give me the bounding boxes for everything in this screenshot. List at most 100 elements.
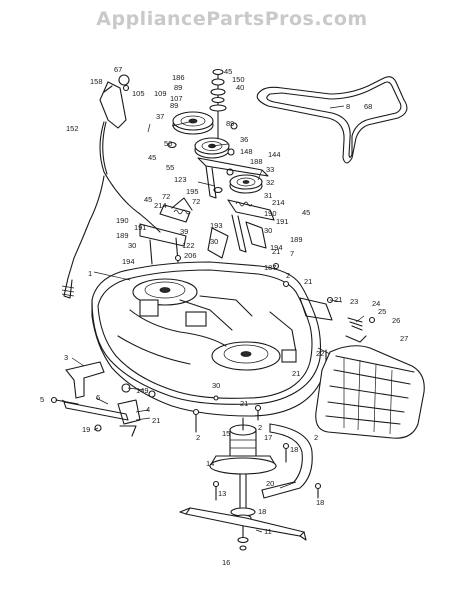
mower-blade xyxy=(179,507,307,541)
callout-14: 14 xyxy=(206,459,214,468)
callout-18: 18 xyxy=(258,507,266,516)
callout-24: 24 xyxy=(372,299,380,308)
deck-baffle xyxy=(261,423,313,499)
leader-lines xyxy=(61,105,365,533)
callout-195: 195 xyxy=(186,187,199,196)
callout-30: 30 xyxy=(264,226,272,235)
blade-spindle-assembly xyxy=(209,417,277,551)
callout-122: 122 xyxy=(182,241,195,250)
callout-123: 123 xyxy=(174,175,187,184)
callout-18: 18 xyxy=(316,498,324,507)
callout-23: 23 xyxy=(350,297,358,306)
callout-36: 36 xyxy=(240,135,248,144)
callout-13: 13 xyxy=(218,489,226,498)
callout-187: 187 xyxy=(264,263,277,272)
callout-31: 31 xyxy=(264,191,272,200)
callout-39: 39 xyxy=(180,227,188,236)
callout-30: 30 xyxy=(210,237,218,246)
callout-2: 2 xyxy=(314,433,318,442)
callout-3: 3 xyxy=(64,353,68,362)
callout-190: 190 xyxy=(264,209,277,218)
callout-89: 89 xyxy=(174,83,182,92)
callout-21: 21 xyxy=(272,247,280,256)
callout-107: 107 xyxy=(170,94,183,103)
drive-belt xyxy=(256,76,408,164)
callout-6: 6 xyxy=(96,393,100,402)
callout-21: 21 xyxy=(152,416,160,425)
callout-8: 8 xyxy=(346,102,350,111)
callout-56: 56 xyxy=(164,139,172,148)
watermark-text: AppliancePartsPros.com xyxy=(96,8,368,30)
callout-186: 186 xyxy=(172,73,185,82)
engagement-cable-lever xyxy=(61,74,161,299)
callout-2: 2 xyxy=(258,423,262,432)
callout-89: 89 xyxy=(170,101,178,110)
callout-89: 89 xyxy=(226,119,234,128)
callout-55: 55 xyxy=(166,163,174,172)
callout-labels: 1 2 2 2 2 3 4 5 6 7 8 11 13 14 15 16 17 … xyxy=(40,65,408,567)
callout-5: 5 xyxy=(40,395,44,404)
mower-deck-housing xyxy=(91,261,327,417)
callout-4: 4 xyxy=(146,405,150,414)
callout-72: 72 xyxy=(192,197,200,206)
callout-193: 193 xyxy=(210,221,223,230)
callout-15: 15 xyxy=(222,429,230,438)
callout-150: 150 xyxy=(232,75,245,84)
callout-105: 105 xyxy=(132,89,145,98)
callout-19: 19 xyxy=(82,425,90,434)
discharge-chute xyxy=(299,297,425,439)
callout-45: 45 xyxy=(224,67,232,76)
callout-25: 25 xyxy=(378,307,386,316)
callout-40: 40 xyxy=(236,83,244,92)
callout-17: 17 xyxy=(264,433,272,442)
callout-191: 191 xyxy=(134,223,147,232)
callout-22: 22 xyxy=(316,349,324,358)
callout-158: 158 xyxy=(90,77,103,86)
callout-149: 149 xyxy=(136,386,149,395)
callout-191: 191 xyxy=(276,217,289,226)
callout-32: 32 xyxy=(266,178,274,187)
callout-18: 18 xyxy=(290,445,298,454)
callout-20: 20 xyxy=(266,479,274,488)
callout-68: 68 xyxy=(364,102,372,111)
callout-45: 45 xyxy=(302,208,310,217)
callout-194: 194 xyxy=(122,257,135,266)
deck-lift-bracket xyxy=(50,361,141,437)
callout-30: 30 xyxy=(212,381,220,390)
callout-194: 194 xyxy=(270,243,283,252)
callout-206: 206 xyxy=(184,251,197,260)
idler-arm-brackets xyxy=(139,157,275,265)
callout-21: 21 xyxy=(304,277,312,286)
callout-21: 21 xyxy=(292,369,300,378)
callout-16: 16 xyxy=(222,558,230,567)
callout-144: 144 xyxy=(268,150,281,159)
callout-2: 2 xyxy=(196,433,200,442)
callout-33: 33 xyxy=(266,165,274,174)
callout-190: 190 xyxy=(116,216,129,225)
callout-189: 189 xyxy=(290,235,303,244)
callout-27: 27 xyxy=(400,334,408,343)
callout-37: 37 xyxy=(156,112,164,121)
callout-26: 26 xyxy=(392,316,400,325)
callout-214: 214 xyxy=(154,201,167,210)
callout-45: 45 xyxy=(148,153,156,162)
callout-188: 188 xyxy=(250,157,263,166)
callout-72: 72 xyxy=(162,192,170,201)
callout-189: 189 xyxy=(116,231,129,240)
callout-11: 11 xyxy=(264,527,272,536)
hardware-bolts xyxy=(122,84,376,501)
callout-148: 148 xyxy=(240,147,253,156)
callout-2: 2 xyxy=(286,271,290,280)
callout-21: 21 xyxy=(334,295,342,304)
callout-67: 67 xyxy=(114,65,122,74)
callout-21: 21 xyxy=(240,399,248,408)
callout-45: 45 xyxy=(144,195,152,204)
callout-1: 1 xyxy=(88,269,92,278)
callout-109: 109 xyxy=(154,89,167,98)
callout-30: 30 xyxy=(128,241,136,250)
callout-214: 214 xyxy=(272,198,285,207)
callout-152: 152 xyxy=(66,124,79,133)
callout-7: 7 xyxy=(290,249,294,258)
